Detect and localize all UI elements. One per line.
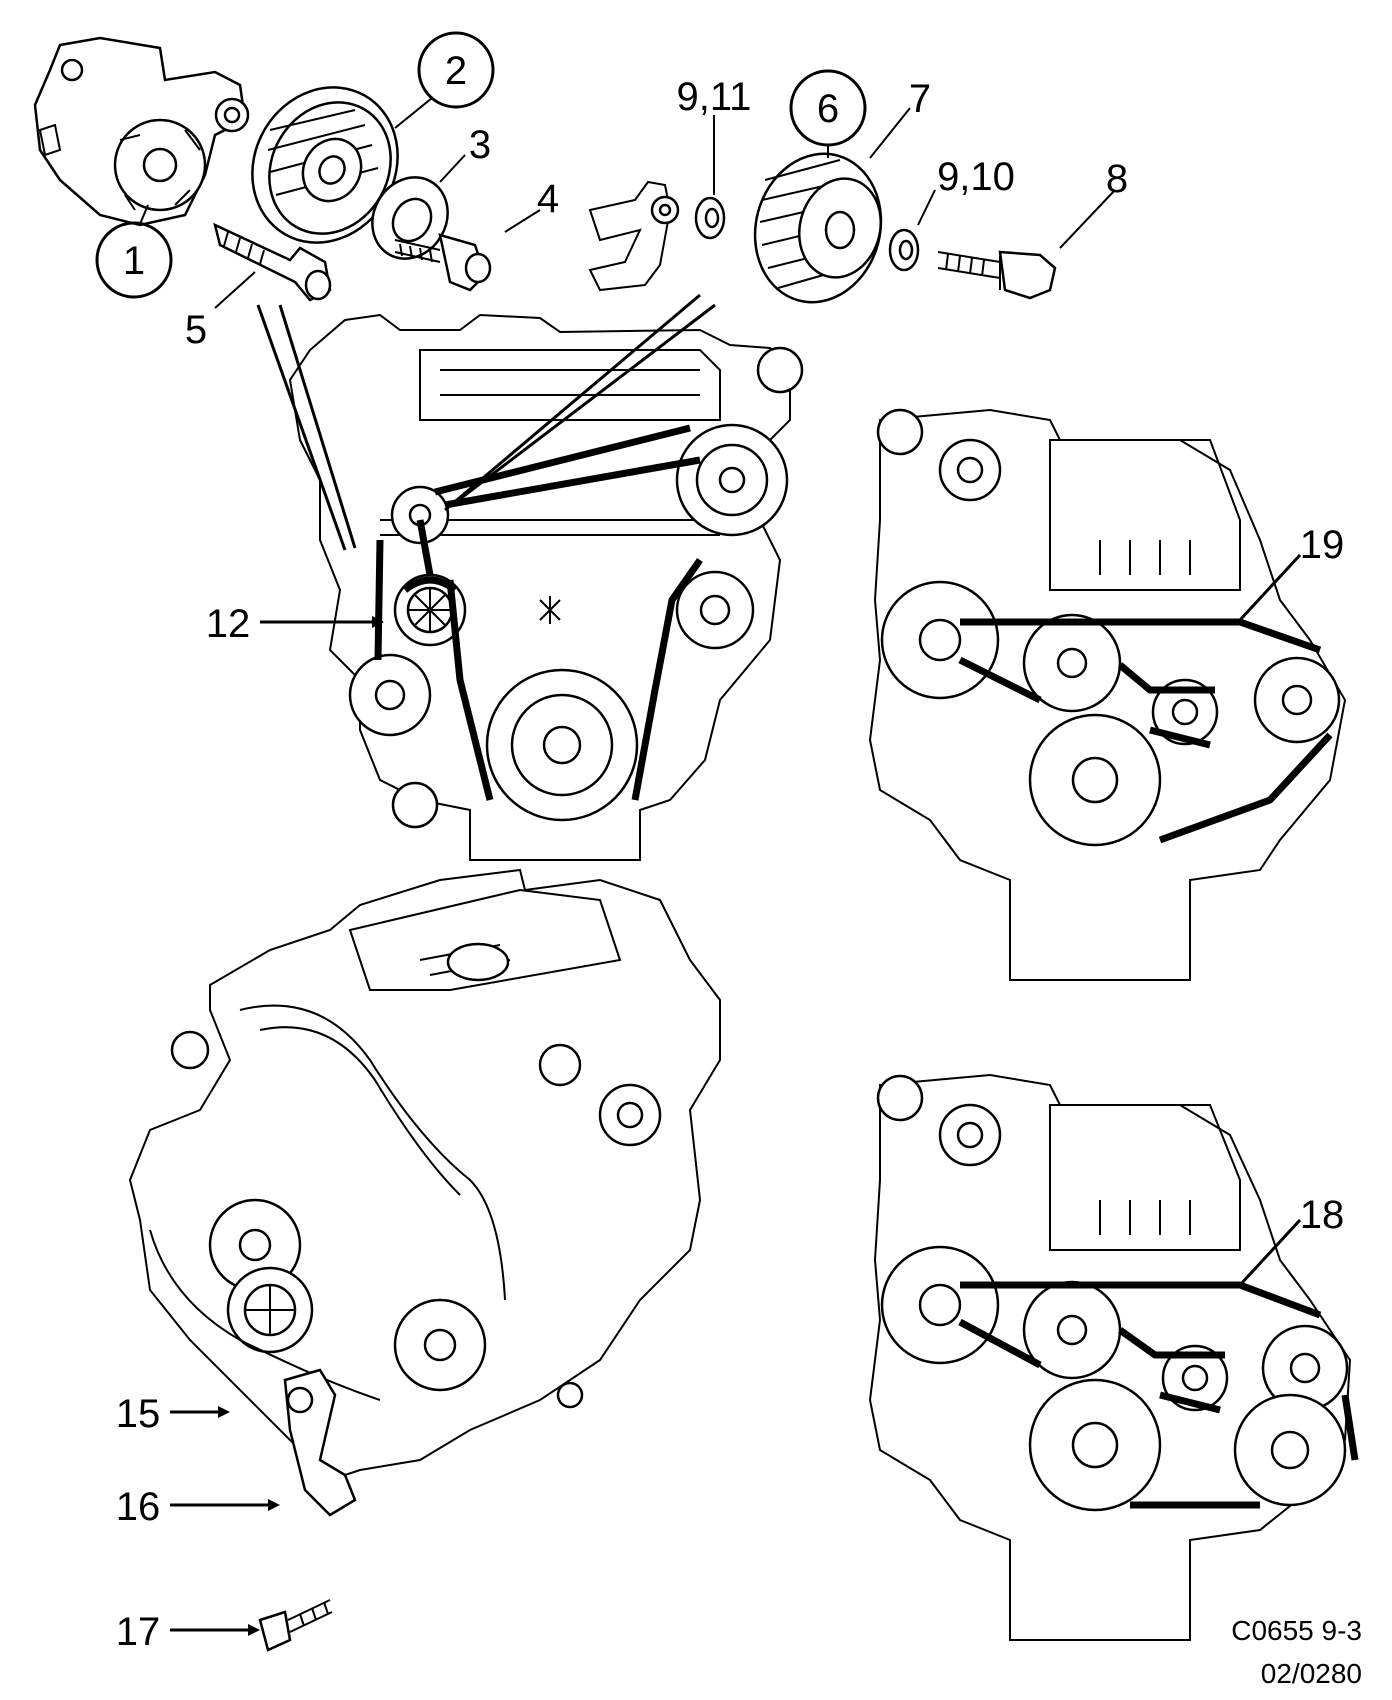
engine-front-view-illustration [256,293,804,861]
label-16: 16 [116,1485,161,1529]
drawing-code: C0655 9-3 [1231,1615,1362,1646]
leader-9-10 [917,189,936,226]
label-19: 19 [1300,523,1345,567]
leader-7 [869,107,911,159]
label-4: 4 [537,177,559,221]
label-12: 12 [206,602,251,646]
leader-3 [439,154,466,183]
idler-pulley-assembly-illustration [588,152,1057,304]
label-8: 8 [1106,157,1128,201]
leader-5 [214,271,256,309]
engine-variant-18-illustration [868,1073,1359,1641]
label-18: 18 [1300,1193,1345,1237]
label-3: 3 [469,123,491,167]
label-9-10: 9,10 [937,155,1015,199]
engine-perspective-illustration [128,868,721,1652]
leader-8 [1059,189,1116,249]
drawing-reference: 02/0280 [1261,1658,1362,1689]
callout-circle-1: 1 [95,204,173,299]
label-7: 7 [909,77,931,121]
callout-2-label: 2 [445,49,467,93]
label-17: 17 [116,1610,161,1654]
engine-variant-19-illustration [868,408,1347,981]
callout-6-label: 6 [817,87,839,131]
callout-circle-2: 2 [394,31,495,129]
label-5: 5 [185,308,207,352]
callout-circle-6: 6 [789,69,867,158]
tensioner-assembly-illustration [33,36,492,302]
label-9-11: 9,11 [677,75,752,119]
callout-1-label: 1 [123,239,145,283]
label-15: 15 [116,1392,161,1436]
leader-4 [504,209,541,233]
